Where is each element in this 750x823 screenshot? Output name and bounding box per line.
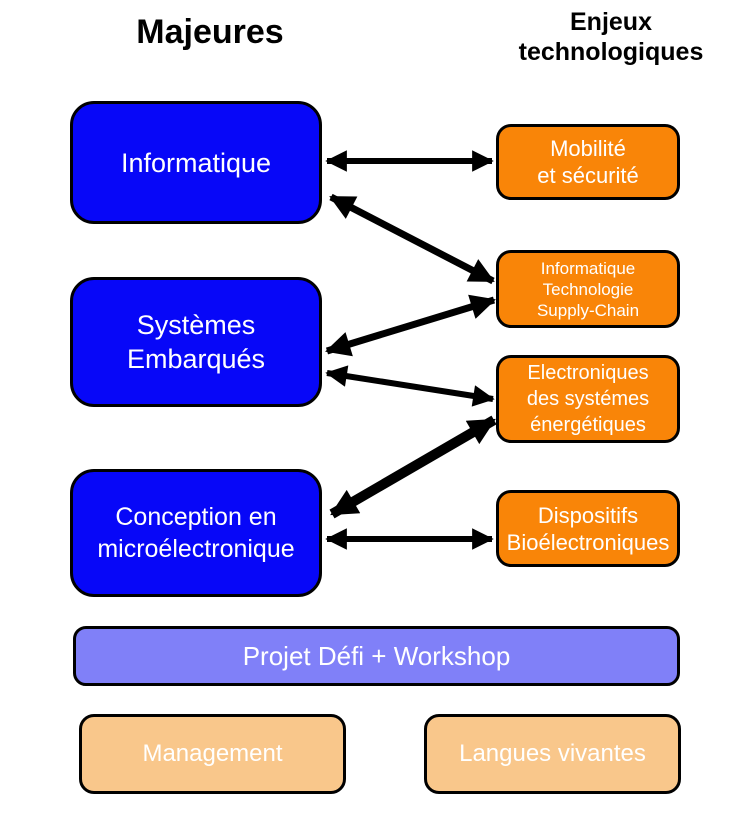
module-projet-defi-workshop: Projet Défi + Workshop (73, 626, 680, 686)
challenges-column-title: Enjeux technologiques (518, 8, 704, 66)
major-informatique-label: Informatique (120, 147, 272, 178)
challenge-electroniques-label-line3: énergétiques (530, 414, 646, 436)
arrow-systemes-embarques-electroniques (325, 365, 495, 407)
majors-column-title: Majeures (136, 13, 284, 51)
major-systemes-embarques-label-line1: Systèmes (136, 310, 256, 340)
major-conception-label-line1: Conception en (115, 503, 277, 531)
module-langues-vivantes: Langues vivantes (424, 714, 681, 794)
challenge-electroniques-energetiques: Electroniques des systémes énergétiques (496, 355, 680, 443)
major-systemes-embarques-label-line2: Embarqués (126, 344, 266, 374)
challenge-supply-chain-label-line2: Technologie (542, 279, 634, 299)
major-conception-microelectronique: Conception en microélectronique (70, 469, 322, 597)
challenge-dispositifs-label-line2: Bioélectroniques (506, 529, 670, 555)
challenge-supply-chain-label-line3: Supply-Chain (536, 300, 640, 320)
major-conception-label-line2: microélectronique (97, 535, 295, 563)
challenge-supply-chain-label-line1: Informatique (540, 258, 636, 278)
arrow-systemes-embarques-supply-chain (325, 294, 496, 357)
challenge-electroniques-label-line2: des systémes (526, 388, 650, 410)
challenge-dispositifs-bioelectroniques: Dispositifs Bioélectroniques (496, 490, 680, 567)
challenge-mobilite-label-line1: Mobilité (550, 136, 626, 161)
module-langues-vivantes-label: Langues vivantes (459, 740, 646, 767)
challenge-mobilite-label-line2: et sécurité (537, 163, 639, 188)
module-projet-defi-workshop-label: Projet Défi + Workshop (242, 640, 511, 671)
major-informatique: Informatique (70, 101, 322, 224)
challenge-dispositifs-label-line1: Dispositifs (537, 502, 639, 528)
arrow-conception-electroniques (329, 415, 497, 519)
challenge-supply-chain: Informatique Technologie Supply-Chain (496, 250, 680, 328)
challenge-electroniques-label-line1: Electroniques (527, 362, 649, 384)
arrow-informatique-supply-chain (329, 193, 495, 285)
module-management: Management (79, 714, 346, 794)
major-systemes-embarques: Systèmes Embarqués (70, 277, 322, 407)
challenge-mobilite-securite: Mobilité et sécurité (496, 124, 680, 200)
module-management-label: Management (142, 740, 283, 767)
